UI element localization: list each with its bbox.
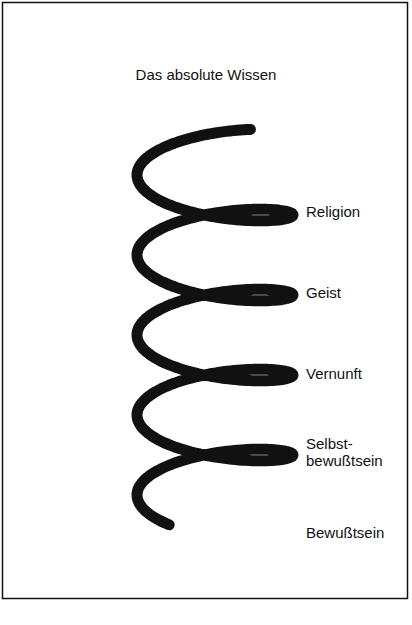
title-slot: Das absolute Wissen (136, 66, 277, 83)
label-slot: Vernunft (306, 365, 398, 382)
label-slot: Religion (306, 203, 398, 220)
diagram-title: Das absolute Wissen (136, 66, 277, 83)
stage-label: Religion (306, 203, 398, 220)
stage-label: Vernunft (306, 365, 398, 382)
stage-label: Geist (306, 284, 398, 301)
label-slot: Bewußtsein (306, 524, 398, 541)
stage-label: Selbst- bewußtsein (306, 435, 398, 469)
stage-label: Bewußtsein (306, 524, 398, 541)
spiral (137, 129, 293, 524)
frame (3, 3, 408, 599)
label-slot: Selbst- bewußtsein (306, 435, 398, 469)
label-slot: Geist (306, 284, 398, 301)
